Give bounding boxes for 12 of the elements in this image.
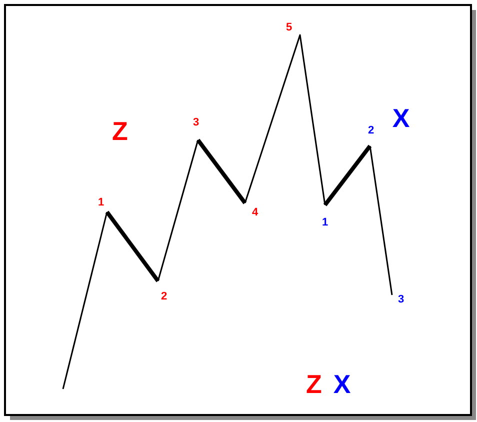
wave-point-number: 1	[98, 198, 104, 208]
wave-point-number: 2	[160, 292, 168, 302]
wave-letter: Z	[112, 118, 128, 144]
wave-point-number: 3	[398, 294, 404, 306]
wave-letter: Z	[306, 371, 322, 397]
wave-point-number: 5	[286, 22, 292, 34]
wave-letter: X	[392, 105, 410, 131]
wave-point-number: 1	[322, 218, 328, 228]
wave-point-number: 2	[368, 126, 374, 136]
wave-letter: X	[333, 371, 351, 397]
wave-point-number: 3	[192, 118, 200, 128]
wave-point-number: 4	[252, 208, 258, 218]
